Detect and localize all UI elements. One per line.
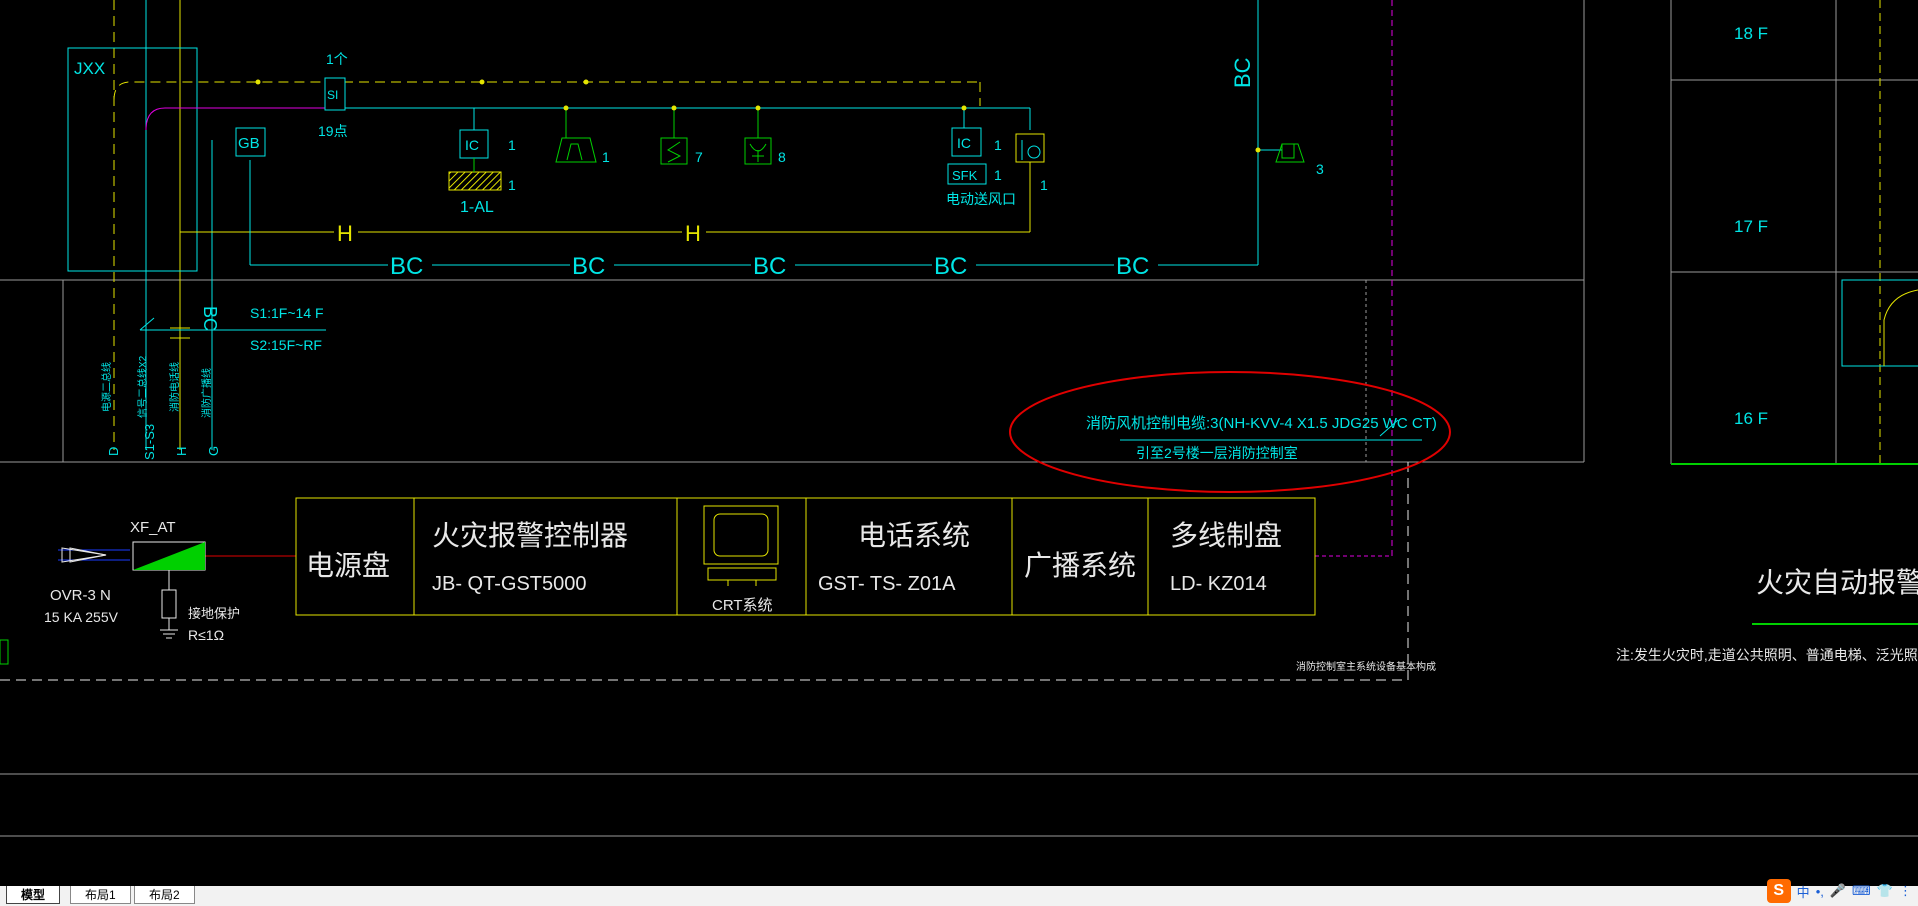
sfk-qty: 1 (994, 167, 1002, 183)
cable-note-line2: 引至2号楼一层消防控制室 (1136, 445, 1298, 461)
more-icon[interactable]: ⋮ (1899, 883, 1912, 898)
jxx-box-label: JXX (74, 59, 105, 78)
riser-line-labels: 电源二总线 信号二总线X2 消防电话线 消防广播线 D S1-S3 H G (100, 355, 221, 460)
tab-layout2[interactable]: 布局2 (134, 886, 195, 904)
edge-symbol (0, 639, 9, 665)
si-count-bottom: 19点 (318, 123, 348, 139)
ic-module[interactable]: IC (448, 108, 502, 191)
ic-module-label: IC (465, 137, 479, 153)
bc-riser-label: BC (200, 306, 220, 331)
smoke-detector-qty: 7 (695, 149, 703, 165)
ime-toolbar: S 中 •, 🎤 ⌨ 👕 ⋮ (1761, 876, 1918, 906)
riser-label-phone: 消防电话线 (168, 362, 181, 412)
sfk-label: SFK (952, 168, 978, 183)
riser-label-broadcast: 消防广播线 (200, 368, 213, 418)
bc-segment-label-3: BC (753, 253, 786, 280)
alarm-label: 1-AL (460, 199, 494, 216)
control-room-panel[interactable] (295, 497, 1316, 616)
surge-protector-model: OVR-3 N (50, 587, 111, 604)
footnote: 注:发生火灾时,走道公共照明、普通电梯、泛光照明由低压配电 (1616, 647, 1918, 663)
ic-module-2-qty: 1 (994, 137, 1002, 153)
ime-language-toggle[interactable]: 中 (1796, 884, 1810, 900)
speaker-qty: 3 (1316, 161, 1324, 177)
ime-logo-icon[interactable]: S (1766, 879, 1791, 903)
panel-multiline-title: 多线制盘 (1170, 520, 1282, 551)
bc-segment-label-1: BC (390, 253, 423, 280)
riser-code-d: D (106, 447, 121, 456)
gb-module-label: GB (238, 135, 260, 152)
ic-module-qty: 1 (508, 137, 516, 153)
highlight-ellipse (1009, 371, 1451, 493)
tab-layout1[interactable]: 布局1 (70, 886, 131, 904)
bc-segment-label-2: BC (572, 253, 605, 280)
fan-qty: 1 (1040, 177, 1048, 193)
floor-table: 18 F 17 F 16 F (1670, 0, 1918, 465)
floor-16-label: 16 F (1734, 409, 1768, 428)
punctuation-icon[interactable]: •, (1815, 883, 1824, 899)
h-label-2: H (685, 221, 701, 246)
gb-module[interactable]: GB (235, 127, 266, 157)
panel-broadcast: 广播系统 (1024, 550, 1136, 581)
bc-vertical-label: BC (1230, 57, 1255, 88)
s2-range: S2:15F~RF (250, 337, 322, 353)
riser-label-power: 电源二总线 (100, 362, 113, 412)
si-label: SI (327, 88, 338, 102)
s1-range: S1:1F~14 F (250, 305, 324, 321)
grounding-resistance: R≤1Ω (188, 627, 224, 643)
ic-module-2-label: IC (957, 135, 971, 151)
riser-label-signal: 信号二总线X2 (136, 355, 149, 418)
floor-18-label: 18 F (1734, 24, 1768, 43)
si-count-top: 1个 (326, 51, 348, 67)
frame-lines (0, 0, 1918, 837)
panel-multiline-model: LD- KZ014 (1170, 573, 1267, 595)
panel-phone-title: 电话系统 (858, 520, 970, 551)
control-room-note: 消防控制室主系统设备基本构成 (1296, 660, 1436, 673)
fan-control[interactable] (1015, 133, 1045, 163)
smoke-detector[interactable] (660, 105, 688, 165)
horn-strobe-qty: 1 (602, 149, 610, 165)
horn-strobe[interactable] (555, 105, 597, 163)
surge-protector-label: XF_AT (130, 519, 176, 536)
si-isolator[interactable]: SI (324, 77, 346, 111)
panel-crt-label: CRT系统 (712, 597, 773, 614)
riser-code-s: S1-S3 (142, 424, 157, 460)
skin-icon[interactable]: 👕 (1876, 883, 1893, 898)
riser-code-h: H (174, 447, 189, 456)
alarm-qty: 1 (508, 177, 516, 193)
panel-phone-model: GST- TS- Z01A (818, 573, 956, 595)
keyboard-icon[interactable]: ⌨ (1852, 883, 1871, 898)
h-label-1: H (337, 221, 353, 246)
sfk-description: 电动送风口 (946, 191, 1016, 207)
layout-tabs-bar: 模型 布局1 布局2 (0, 886, 1918, 906)
ic-module-2[interactable]: IC SFK (947, 108, 987, 185)
microphone-icon[interactable]: 🎤 (1829, 883, 1847, 898)
tab-model[interactable]: 模型 (6, 886, 61, 904)
surge-protector[interactable] (61, 541, 206, 639)
panel-power-supply: 电源盘 (306, 550, 390, 581)
speaker[interactable] (1255, 143, 1305, 163)
heat-detector[interactable] (744, 105, 772, 165)
panel-fire-model: JB- QT-GST5000 (432, 573, 587, 595)
bc-segment-label-4: BC (934, 253, 967, 280)
riser-lines (67, 0, 330, 450)
surge-protector-rating: 15 KA 255V (44, 609, 119, 625)
panel-fire-title: 火灾报警控制器 (432, 520, 628, 551)
system-title: 火灾自动报警系统 (1756, 567, 1918, 598)
cable-note-line1: 消防风机控制电缆:3(NH-KVV-4 X1.5 JDG25 WC CT) (1086, 415, 1437, 432)
floor-17-label: 17 F (1734, 217, 1768, 236)
riser-code-g: G (206, 446, 221, 456)
bc-segment-label-5: BC (1116, 253, 1149, 280)
heat-detector-qty: 8 (778, 149, 786, 165)
grounding-label: 接地保护 (188, 606, 240, 621)
